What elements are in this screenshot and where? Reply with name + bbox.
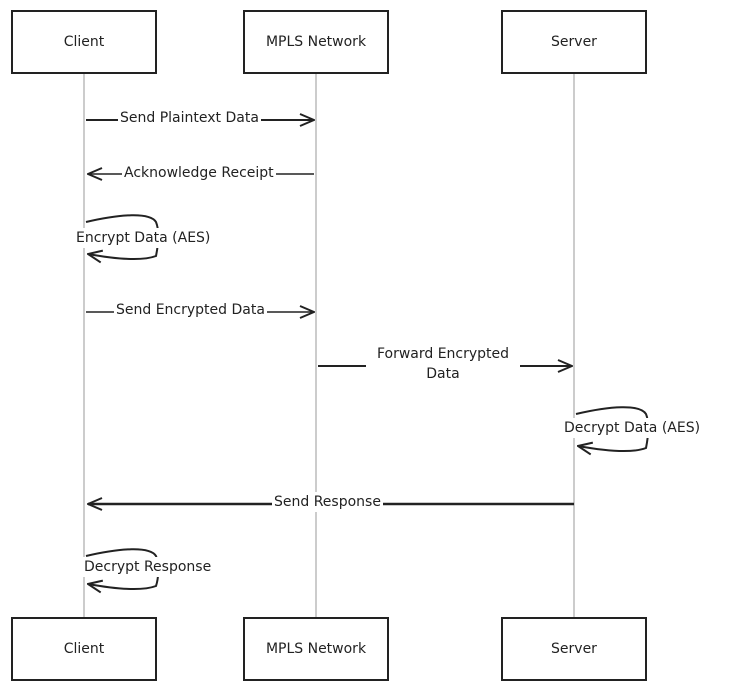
message-label-acknowledge: Acknowledge Receipt [122,163,276,183]
message-label-encrypt: Encrypt Data (AES) [74,228,213,248]
participant-network-top: MPLS Network [243,10,389,74]
participant-network-bottom: MPLS Network [243,617,389,681]
participant-server-bottom: Server [501,617,647,681]
participant-client-bottom: Client [11,617,157,681]
message-label-forward-encrypted: Forward Encrypted Data [366,344,520,384]
participant-server-top: Server [501,10,647,74]
message-label-decrypt-response: Decrypt Response [82,557,214,577]
participant-label: Server [551,34,597,50]
message-label-decrypt: Decrypt Data (AES) [562,418,703,438]
message-label-send-response: Send Response [272,492,383,512]
message-label-send-plaintext: Send Plaintext Data [118,108,261,128]
participant-label: MPLS Network [265,34,367,50]
participant-client-top: Client [11,10,157,74]
participant-label: Server [551,641,597,657]
participant-label: MPLS Network [265,641,367,657]
participant-label: Client [63,34,105,50]
participant-label: Client [63,641,105,657]
message-label-send-encrypted: Send Encrypted Data [114,300,267,320]
